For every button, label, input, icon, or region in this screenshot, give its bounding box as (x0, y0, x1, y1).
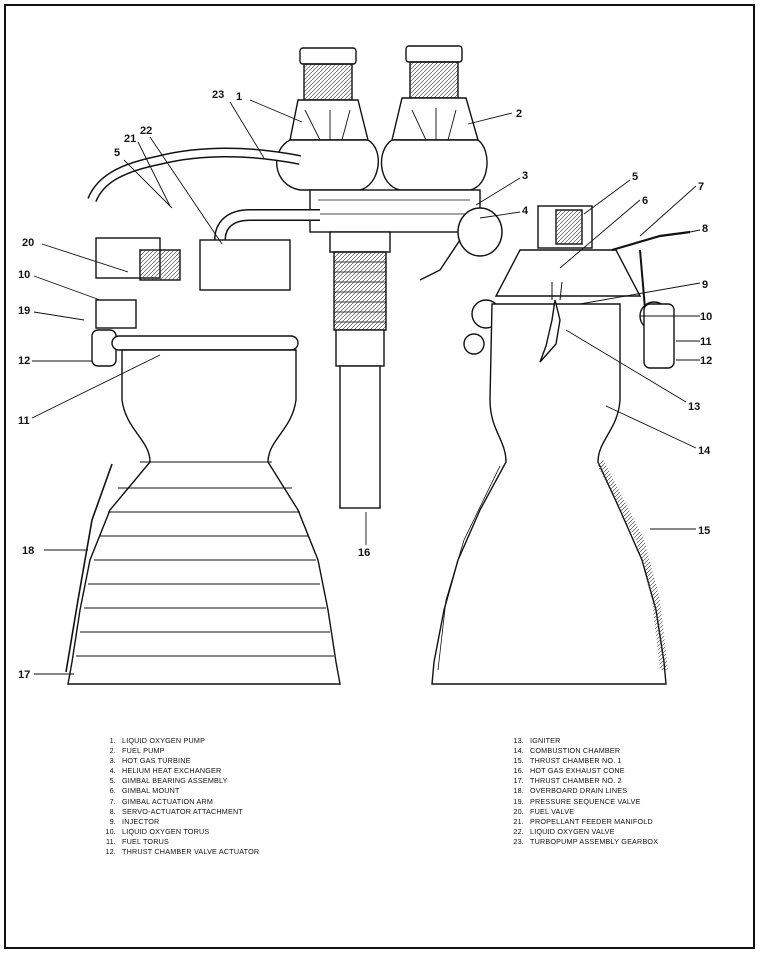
callout-4: 4 (522, 205, 529, 217)
callout-14: 14 (698, 445, 711, 457)
callout-10-right: 10 (700, 311, 712, 323)
leader-lines (31, 99, 701, 675)
callout-10-left: 10 (18, 269, 30, 281)
legend-left: 1.Liquid Oxygen Pump 2.Fuel Pump 3.Hot G… (96, 736, 259, 857)
callout-2: 2 (516, 108, 522, 120)
thrust-chamber-right (431, 205, 691, 685)
legend-item: 3.Hot Gas Turbine (109, 756, 191, 766)
legend-item: 5.Gimbal Bearing Assembly (109, 776, 228, 786)
callout-16: 16 (358, 547, 370, 559)
legend-item: 18.Overboard Drain Lines (513, 786, 628, 796)
callout-15: 15 (698, 525, 710, 537)
callout-23: 23 (212, 89, 224, 101)
legend-item: 21.Propellant Feeder Manifold (513, 816, 653, 826)
legend-item: 4.Helium Heat Exchanger (109, 766, 222, 776)
legend-item: 9.Injector (109, 816, 160, 826)
legend-item: 19.Pressure Sequence Valve (513, 796, 641, 806)
callout-21: 21 (124, 133, 136, 145)
callout-17: 17 (18, 669, 30, 681)
legend-item: 8.Servo-Actuator Attachment (109, 806, 243, 816)
legend-item: 2.Fuel Pump (109, 746, 165, 756)
legend-item: 23.Turbopump Assembly Gearbox (513, 836, 659, 846)
callout-7: 7 (698, 181, 704, 193)
callout-3: 3 (522, 170, 528, 182)
legend-item: 6.Gimbal Mount (109, 786, 180, 796)
callout-5-left: 5 (114, 147, 120, 159)
engine-diagram: 1 2 3 4 5 21 22 23 20 10 19 12 11 18 17 … (18, 45, 712, 685)
callout-20: 20 (22, 237, 34, 249)
callout-6: 6 (642, 195, 648, 207)
callout-11-left: 11 (18, 415, 30, 427)
callout-19: 19 (18, 305, 30, 317)
turbopump-assembly (276, 45, 503, 509)
callout-8: 8 (702, 223, 708, 235)
legend-item: 10.Liquid Oxygen Torus (105, 826, 210, 836)
legend-right: 13.Igniter 14.Combustion Chamber 15.Thru… (504, 736, 658, 847)
legend-item: 16.Hot Gas Exhaust Cone (513, 766, 625, 776)
legend-item: 15.Thrust Chamber No. 1 (513, 756, 622, 766)
legend-item: 7.Gimbal Actuation Arm (109, 796, 214, 806)
callout-1: 1 (236, 91, 242, 103)
legend-item: 17.Thrust Chamber No. 2 (513, 776, 622, 786)
callout-13: 13 (688, 401, 700, 413)
callout-5-right: 5 (632, 171, 638, 183)
legend-item: 1.Liquid Oxygen Pump (109, 736, 206, 745)
legend-item: 11.Fuel Torus (105, 836, 169, 846)
callout-18: 18 (22, 545, 34, 557)
legend-item: 22.Liquid Oxygen Valve (513, 826, 615, 836)
callout-12-right: 12 (700, 355, 712, 367)
thrust-chamber-left (65, 147, 341, 685)
legend-item: 20.Fuel Valve (513, 806, 575, 816)
callout-12-left: 12 (18, 355, 30, 367)
legend-item: 13.Igniter (513, 736, 561, 745)
callout-22: 22 (140, 125, 152, 137)
callout-9: 9 (702, 279, 708, 291)
legend-item: 14.Combustion Chamber (513, 746, 621, 756)
callout-numbers: 1 2 3 4 5 21 22 23 20 10 19 12 11 18 17 … (18, 89, 712, 681)
callout-11-right: 11 (700, 336, 712, 348)
legend-item: 12.Thrust Chamber Valve Actuator (105, 847, 260, 857)
